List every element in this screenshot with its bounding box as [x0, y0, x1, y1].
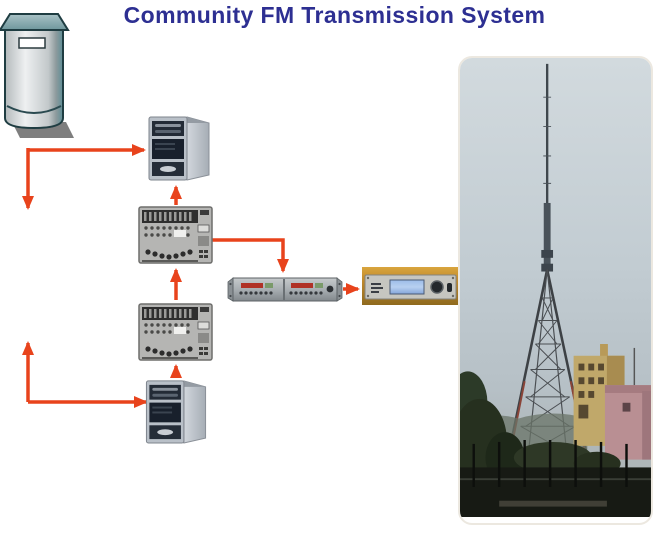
server-label: [18, 37, 46, 49]
page-title: Community FM Transmission System: [123, 2, 546, 28]
mixer-fader-row: [145, 249, 193, 260]
pc-grille-line2: [152, 411, 173, 414]
pc-drive-slot: [155, 124, 181, 127]
proc-rack-ear-right: [336, 277, 343, 302]
audio-processor: [227, 274, 343, 303]
pc-drive-slot2: [155, 130, 181, 133]
tx-power-button: [447, 283, 452, 292]
proc-center-divider: [283, 279, 285, 300]
mixer-channel-strips: [142, 210, 209, 223]
mixer-knob-rows: [144, 226, 190, 237]
proc-rack-ear-left: [227, 277, 234, 302]
pc-power-button: [160, 166, 176, 172]
tx-tuning-knob: [430, 280, 444, 294]
pc-side-panel: [186, 116, 210, 181]
mixer-bottom-strip: [142, 357, 198, 359]
pc-power-button: [157, 429, 174, 436]
pc-side-panel: [183, 380, 207, 444]
mixer-1: [138, 204, 213, 265]
server-lid: [0, 13, 70, 31]
left-trees: [460, 371, 525, 486]
tx-left-indicators: [371, 283, 383, 293]
foreground: [460, 439, 651, 518]
tx-rack-screws: [366, 276, 455, 298]
transmission-tower-photo: [458, 56, 653, 525]
mixer-2: [138, 301, 213, 362]
mixer-fader-row: [145, 346, 193, 357]
computer-bottom: [139, 376, 213, 445]
mixer-bottom-strip: [142, 260, 198, 262]
pc-drive-slot: [152, 387, 178, 391]
mixer-master-section: [197, 321, 210, 355]
pc-drive-slot2: [152, 393, 178, 397]
proc-channel-b: [289, 283, 323, 295]
pink-building: [604, 347, 651, 460]
mixer-channel-strips: [142, 307, 209, 320]
proc-channel-a: [239, 283, 273, 295]
computer-top: [142, 112, 216, 182]
mixer-knob-rows: [144, 323, 190, 334]
tx-lcd-display: [389, 279, 425, 295]
server-body: [4, 29, 64, 130]
pc-drive-bay: [149, 384, 181, 400]
pc-grille-line: [155, 143, 175, 145]
proc-power-knob: [326, 285, 334, 293]
server-bottom-curve: [6, 105, 62, 114]
fm-transmitter: [362, 267, 460, 305]
studio-server: [0, 0, 78, 142]
proc-rack-screws: [229, 282, 341, 298]
pc-drive-bay: [152, 121, 184, 136]
mixer-master-section: [197, 224, 210, 258]
arrow-mixer1-to-processor: [212, 238, 289, 273]
pc-grille-line2: [155, 148, 175, 150]
pc-grille-line: [152, 406, 173, 409]
